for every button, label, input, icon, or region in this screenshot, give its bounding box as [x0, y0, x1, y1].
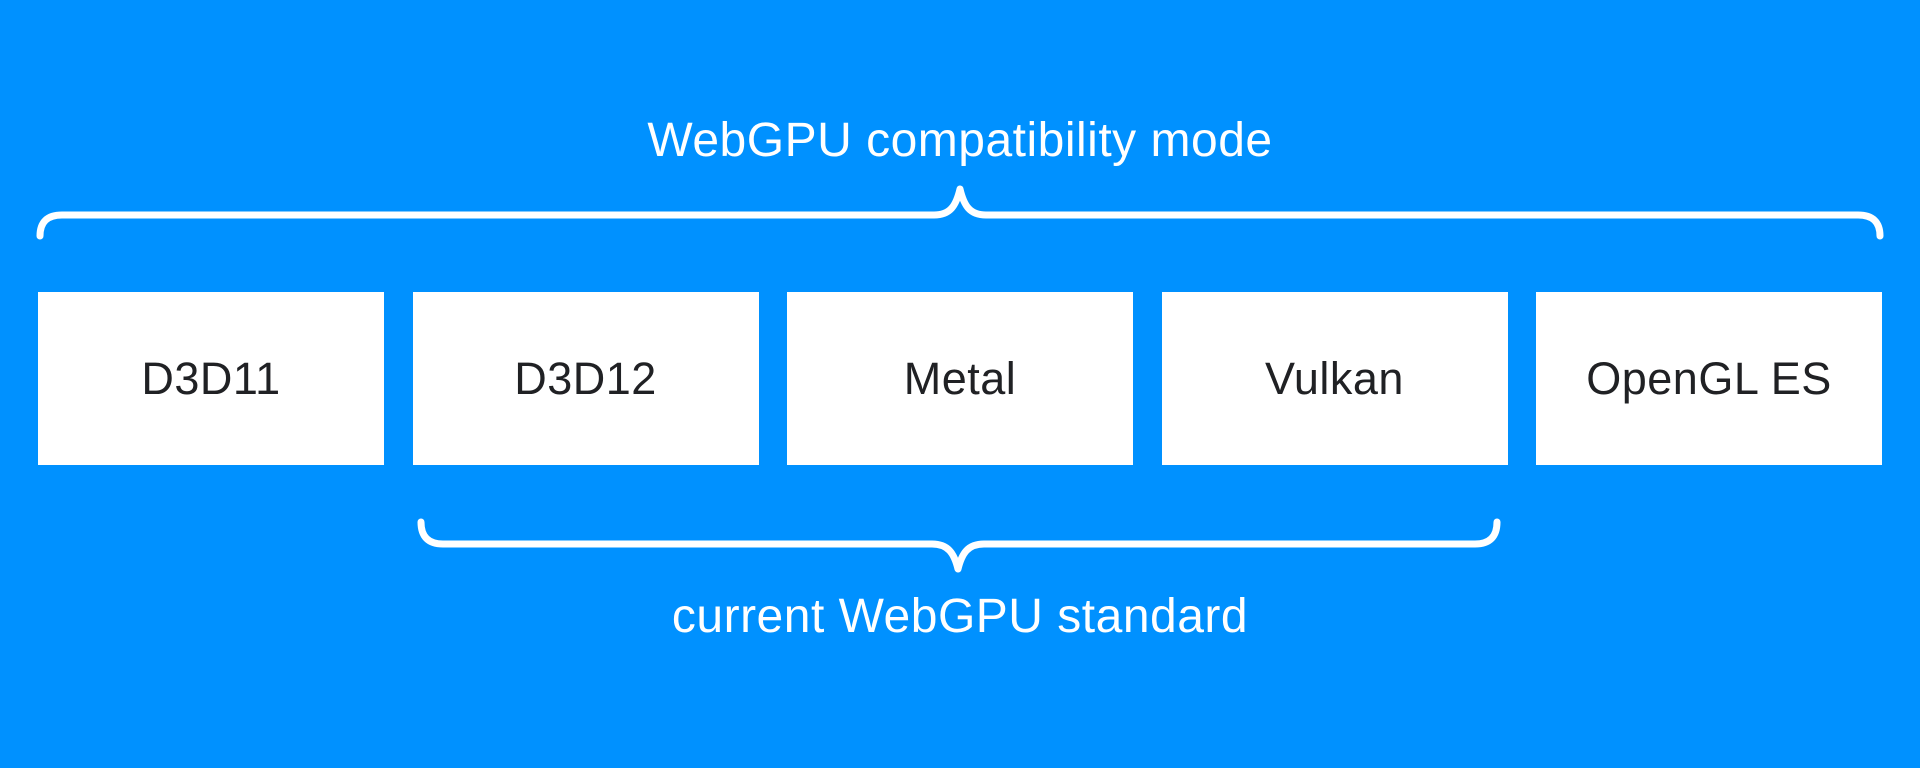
api-box-vulkan: Vulkan: [1161, 292, 1508, 465]
api-box-d3d11: D3D11: [38, 292, 384, 465]
api-box-label: D3D11: [141, 352, 281, 404]
api-box-opengl-es: OpenGL ES: [1536, 292, 1882, 465]
api-box-label: OpenGL ES: [1586, 352, 1832, 404]
api-box-label: Metal: [903, 352, 1017, 404]
bottom-bracket-label: current WebGPU standard: [671, 590, 1249, 643]
bottom-curly-bracket-icon: [417, 518, 1501, 573]
api-boxes-row: D3D11 D3D12 Metal Vulkan OpenGL ES: [38, 292, 1882, 465]
api-box-d3d12: D3D12: [412, 292, 759, 465]
api-box-label: D3D12: [514, 352, 657, 404]
top-bracket-label: WebGPU compatibility mode: [647, 114, 1273, 167]
top-curly-bracket-icon: [36, 185, 1884, 240]
api-box-label: Vulkan: [1265, 352, 1404, 404]
api-box-metal: Metal: [787, 292, 1133, 465]
